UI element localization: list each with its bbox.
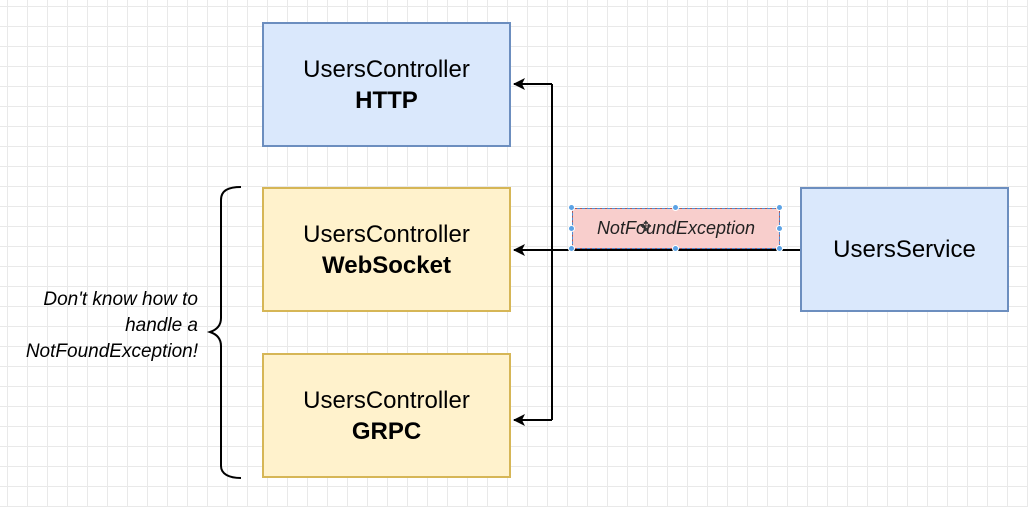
grpc-controller-protocol: GRPC xyxy=(351,417,422,445)
resize-handle-top[interactable] xyxy=(672,204,679,211)
move-cursor-icon: ✥ xyxy=(640,218,652,234)
users-service-label: UsersService xyxy=(833,236,976,263)
users-service-box[interactable]: UsersService xyxy=(800,187,1009,312)
resize-handle-top-right[interactable] xyxy=(776,204,783,211)
websocket-controller-protocol: WebSocket xyxy=(322,251,451,279)
resize-handle-right[interactable] xyxy=(776,225,783,232)
note-line-3: NotFoundException! xyxy=(25,341,198,362)
note-text: Don't know how to handle a NotFoundExcep… xyxy=(0,287,198,365)
note-line-1: Don't know how to xyxy=(43,289,198,310)
resize-handle-bottom[interactable] xyxy=(672,245,679,252)
resize-handle-left[interactable] xyxy=(568,225,575,232)
curly-brace xyxy=(206,186,242,479)
http-controller-protocol: HTTP xyxy=(355,86,418,114)
resize-handle-bottom-left[interactable] xyxy=(568,245,575,252)
resize-handle-top-left[interactable] xyxy=(568,204,575,211)
grpc-controller-box[interactable]: UsersController GRPC xyxy=(262,353,511,478)
http-controller-box[interactable]: UsersController HTTP xyxy=(262,22,511,147)
websocket-controller-title: UsersController xyxy=(303,220,470,248)
websocket-controller-box[interactable]: UsersController WebSocket xyxy=(262,187,511,312)
grpc-controller-title: UsersController xyxy=(303,386,470,414)
resize-handle-bottom-right[interactable] xyxy=(776,245,783,252)
exception-label-text: NotFoundException xyxy=(596,218,756,238)
exception-edge-label[interactable]: NotFoundException xyxy=(572,208,780,249)
note-line-2: handle a xyxy=(125,315,198,336)
http-controller-title: UsersController xyxy=(303,55,470,83)
